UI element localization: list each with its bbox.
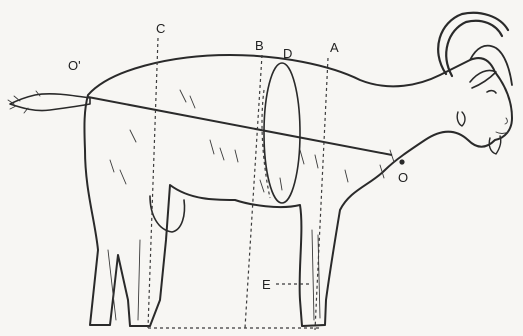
line-b (245, 55, 262, 328)
label-a: A (330, 40, 339, 55)
goat-illustration (8, 13, 512, 326)
label-o-prime: O' (68, 58, 81, 73)
label-d: D (283, 46, 292, 61)
label-c: C (156, 21, 165, 36)
labels: O' C B D A O E (68, 21, 408, 292)
label-b: B (255, 38, 264, 53)
label-e: E (262, 277, 271, 292)
measurement-lines (88, 38, 405, 330)
point-o-marker (399, 159, 404, 164)
hip-height-line (148, 38, 158, 328)
body-length-line (88, 97, 392, 155)
wither-height-line (315, 58, 328, 330)
label-o: O (398, 170, 408, 185)
